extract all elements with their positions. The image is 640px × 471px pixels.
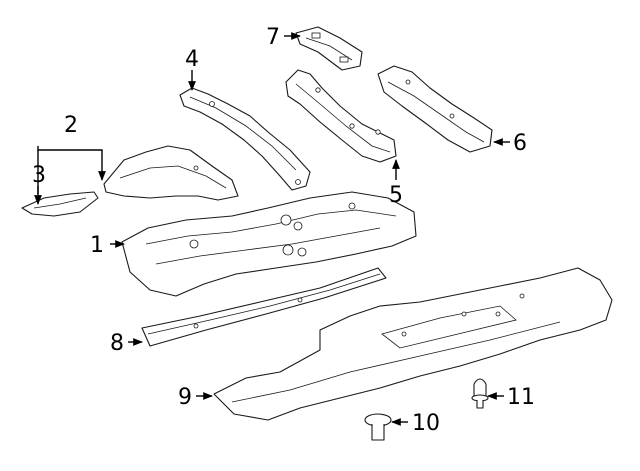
part-10-fastener[interactable] xyxy=(364,413,392,441)
part-5-rail[interactable] xyxy=(285,69,397,163)
part-8-rail[interactable] xyxy=(141,267,387,347)
callout-label-6: 6 xyxy=(513,131,527,156)
callout-label-1: 1 xyxy=(90,233,104,258)
part-4-crossmember[interactable] xyxy=(179,87,311,191)
callout-11[interactable]: 11 xyxy=(507,385,535,410)
leader-2b xyxy=(37,146,106,181)
part-1-floor-pan[interactable] xyxy=(121,191,417,297)
callout-label-7: 7 xyxy=(266,25,280,50)
callout-label-8: 8 xyxy=(110,331,124,356)
callout-8[interactable]: 8 xyxy=(110,331,124,356)
callout-label-11: 11 xyxy=(507,385,535,410)
part-9-underbody-panel[interactable] xyxy=(213,267,613,421)
callout-label-4: 4 xyxy=(185,47,199,72)
part-11-clip[interactable] xyxy=(471,378,489,409)
callout-3[interactable]: 3 xyxy=(32,163,46,188)
callout-1[interactable]: 1 xyxy=(90,233,104,258)
part-6-rail[interactable] xyxy=(377,65,493,153)
callout-label-9: 9 xyxy=(178,385,192,410)
part-3-cover[interactable] xyxy=(21,191,99,217)
callout-4[interactable]: 4 xyxy=(185,47,199,72)
part-2-shield[interactable] xyxy=(103,145,239,201)
callout-6[interactable]: 6 xyxy=(513,131,527,156)
callout-10[interactable]: 10 xyxy=(412,411,440,436)
callout-5[interactable]: 5 xyxy=(389,183,403,208)
callout-7[interactable]: 7 xyxy=(266,25,280,50)
part-7-bracket[interactable] xyxy=(295,26,363,71)
callout-label-5: 5 xyxy=(389,183,403,208)
callout-label-2: 2 xyxy=(64,113,78,138)
callout-label-3: 3 xyxy=(32,163,46,188)
callout-2[interactable]: 2 xyxy=(64,113,78,138)
callout-9[interactable]: 9 xyxy=(178,385,192,410)
callout-label-10: 10 xyxy=(412,411,440,436)
